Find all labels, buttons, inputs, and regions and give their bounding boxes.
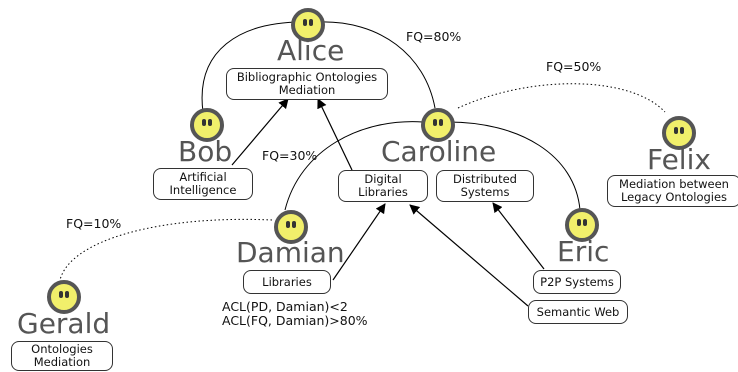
arrow-digital-to-bib [317,98,353,171]
bob-name: Bob [178,135,233,168]
eye-icon [433,119,437,126]
fq-alice-caroline: FQ=80% [406,29,462,44]
topic-line: Digital [364,172,402,186]
topic-semantic-web: Semantic Web [528,300,628,324]
fq-bob-damian: FQ=30% [262,148,318,163]
eye-icon [309,19,313,26]
topic-line: Mediation [278,83,336,97]
damian-name: Damian [236,236,345,269]
link-caroline-eric [447,121,581,211]
gerald-avatar-icon [47,280,81,314]
gerald-name: Gerald [17,307,111,340]
eye-icon [674,127,678,134]
topic-libraries: Libraries [243,270,331,294]
arrow-p2p-to-distributed [492,202,545,270]
topic-mediation-legacy-ontologies: Mediation between Legacy Ontologies [607,175,738,207]
topic-line: Ontologies [31,342,93,356]
topic-digital-libraries: Digital Libraries [338,170,428,202]
topic-line: Libraries [358,185,408,199]
topic-distributed-systems: Distributed Systems [436,170,534,202]
eric-name: Eric [557,235,610,268]
eye-icon [208,119,212,126]
topic-line: Intelligence [169,183,237,197]
topic-artificial-intelligence: Artificial Intelligence [153,168,253,200]
alice-name: Alice [277,34,345,67]
topic-p2p-systems: P2P Systems [533,270,621,294]
eye-icon [65,291,69,298]
eye-icon [286,221,290,228]
eye-icon [59,291,63,298]
link-alice-caroline [317,21,436,109]
eye-icon [303,19,307,26]
link-caroline-damian [284,121,424,211]
bob-avatar-icon [190,108,224,142]
acl-line-1: ACL(PD, Damian)<2 [222,299,348,314]
eye-icon [583,219,587,226]
topic-line: Bibliographic Ontologies [236,70,378,84]
link-damian-gerald-dotted [59,218,273,281]
alice-avatar-icon [291,8,325,42]
acl-line-2: ACL(FQ, Damian)>80% [222,313,368,328]
arrow-libraries-to-digital [332,203,386,281]
topic-line: Legacy Ontologies [620,190,728,204]
eye-icon [680,127,684,134]
arrow-ai-to-bib [231,98,289,166]
arrow-semweb-to-digital [409,204,529,307]
topic-line: Libraries [262,274,312,289]
topic-line: Artificial [179,170,227,184]
link-alice-bob [201,21,304,113]
fq-damian-gerald: FQ=10% [66,216,122,231]
eye-icon [577,219,581,226]
topic-line: Systems [460,185,510,199]
topic-ontologies-mediation: Ontologies Mediation [11,341,113,371]
acl-constraints: ACL(PD, Damian)<2 ACL(FQ, Damian)>80% [222,300,368,328]
caroline-name: Caroline [381,135,497,168]
topic-line: Semantic Web [536,304,620,319]
felix-name: Felix [647,143,711,176]
eye-icon [292,221,296,228]
felix-avatar-icon [662,116,696,150]
topic-bibliographic-ontologies: Bibliographic Ontologies Mediation [226,68,388,100]
eye-icon [202,119,206,126]
caroline-avatar-icon [421,108,455,142]
eye-icon [439,119,443,126]
link-caroline-felix-dotted [457,83,666,113]
topic-line: Distributed [453,172,517,186]
topic-line: P2P Systems [540,274,614,289]
damian-avatar-icon [274,210,308,244]
topic-line: Mediation [33,355,91,369]
topic-line: Mediation between [619,177,729,191]
eric-avatar-icon [565,208,599,242]
fq-caroline-felix: FQ=50% [546,59,602,74]
